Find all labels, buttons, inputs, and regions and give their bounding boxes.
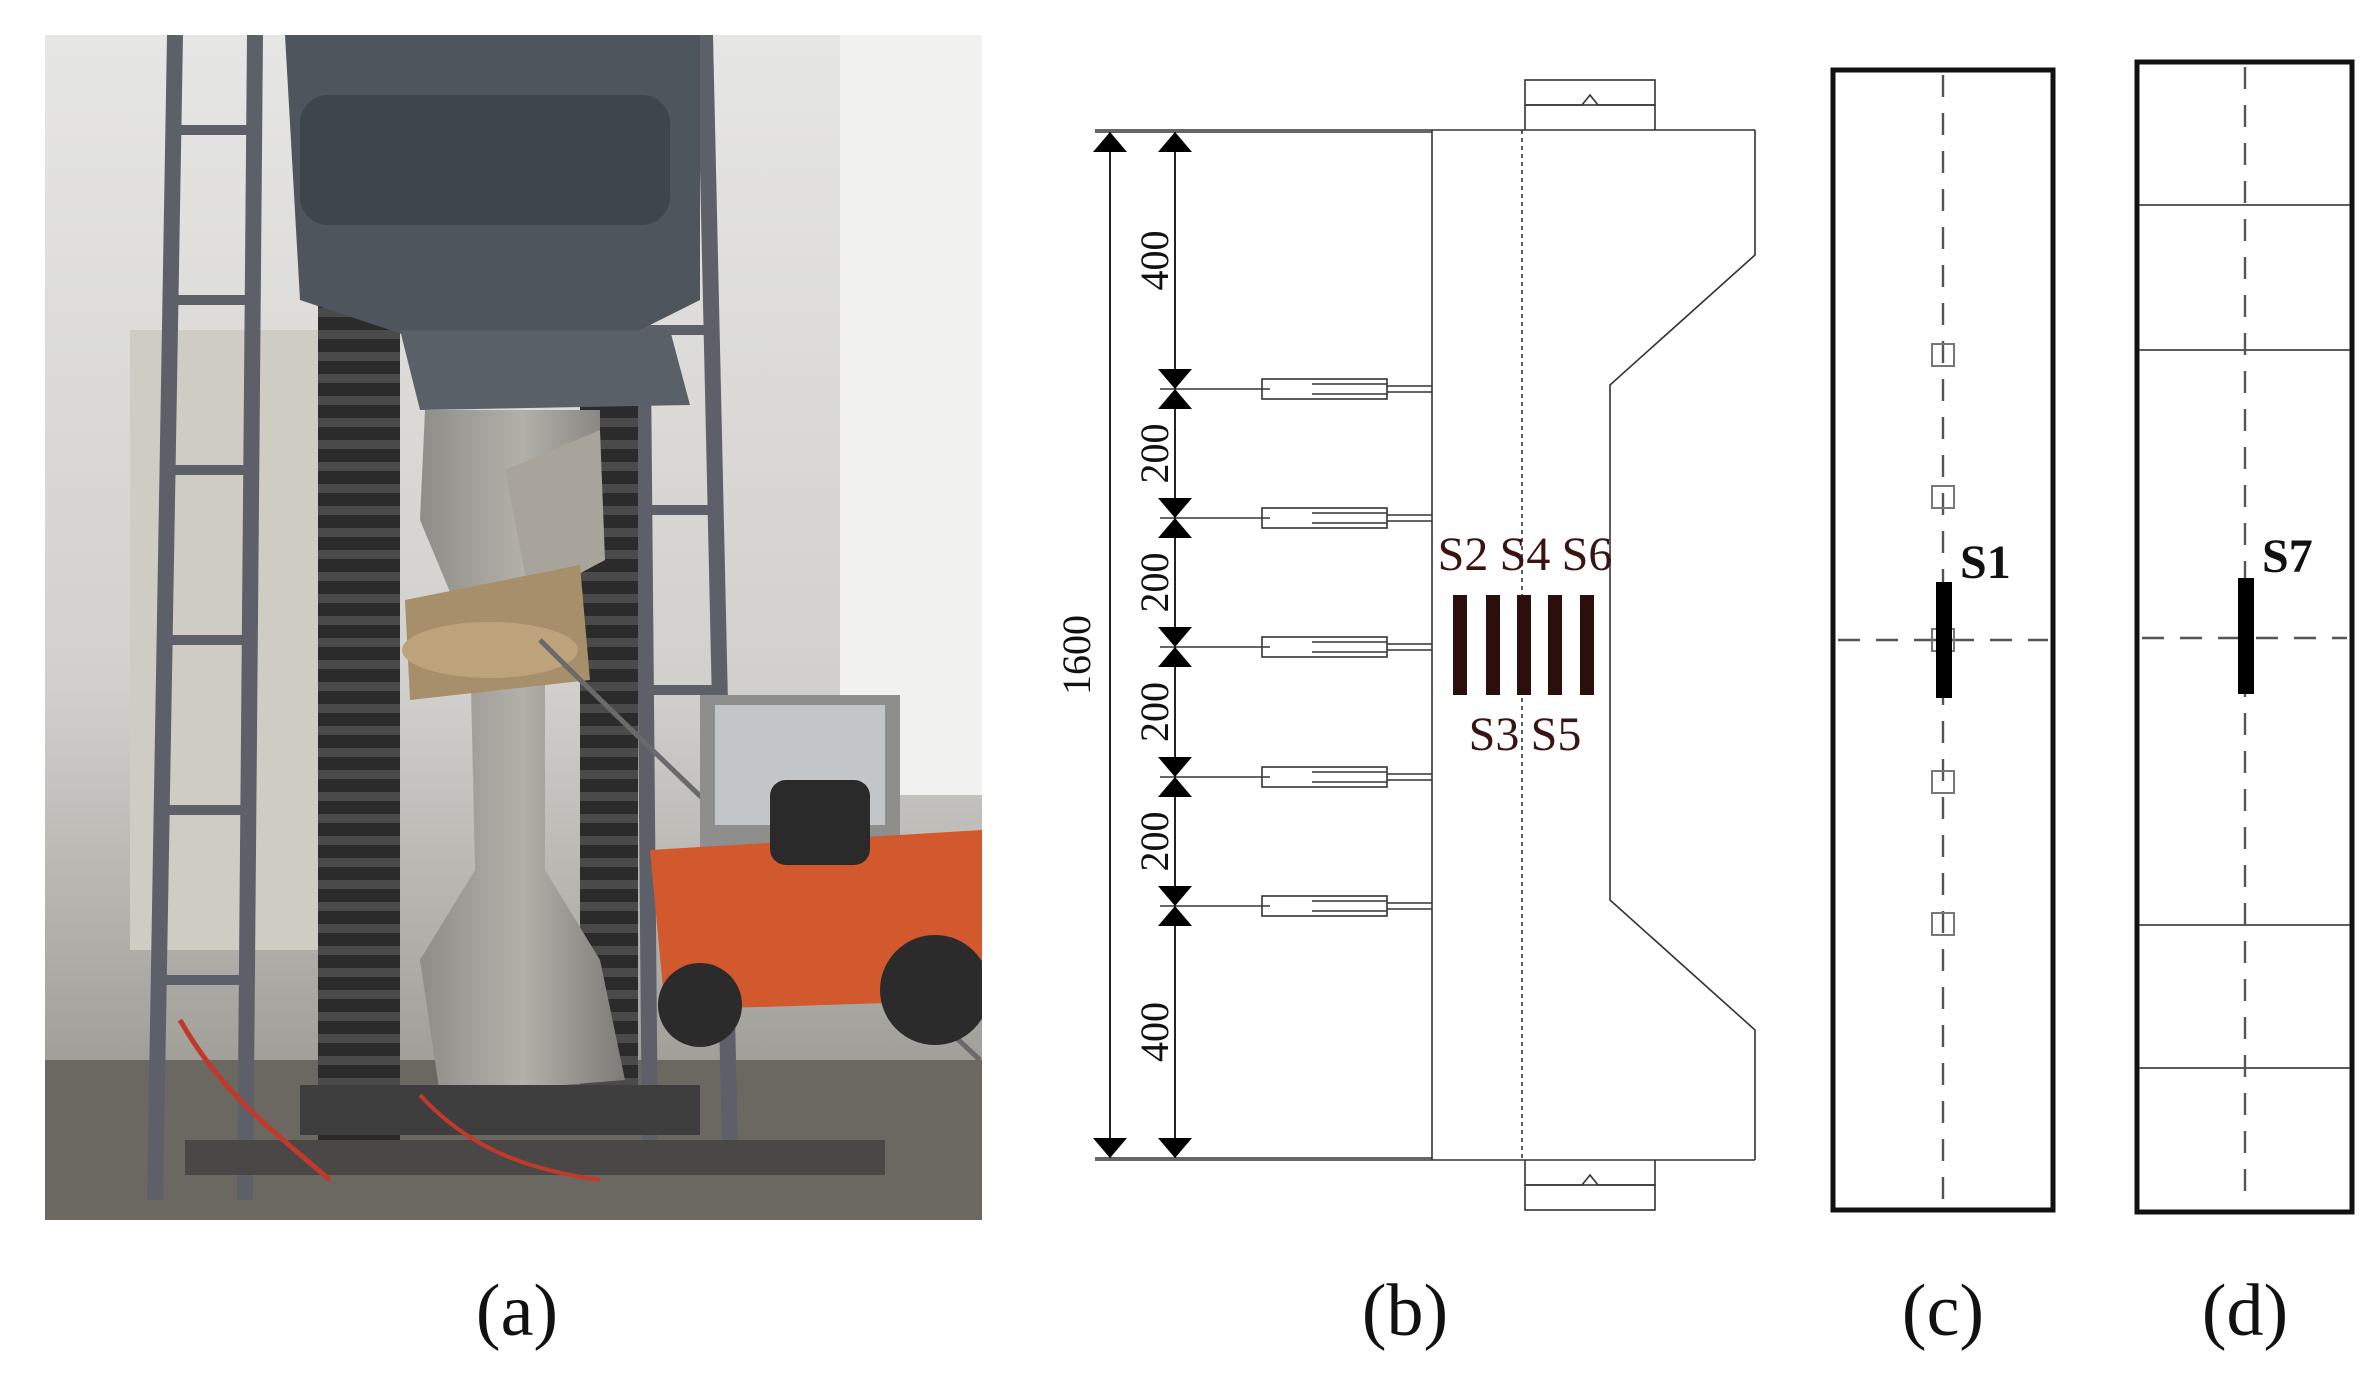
dimension-arrowhead bbox=[1158, 389, 1192, 409]
gauge-label-s7: S7 bbox=[2262, 530, 2313, 583]
strain-gauge-s7-mark bbox=[2238, 578, 2254, 694]
lvdt-sensor bbox=[1261, 636, 1432, 658]
dimension-arrowhead bbox=[1158, 1138, 1192, 1158]
dimension-arrowhead bbox=[1158, 777, 1192, 797]
gauge-label-s1: S1 bbox=[1960, 536, 2011, 589]
dimension-arrowhead bbox=[1158, 518, 1192, 538]
segment-dimension-label: 200 bbox=[1132, 682, 1177, 742]
strain-gauge-mark bbox=[1486, 595, 1500, 695]
panel-b-drawing bbox=[1095, 79, 1756, 1211]
caption-b: (b) bbox=[1362, 1270, 1448, 1352]
strain-gauge-mark bbox=[1517, 595, 1531, 695]
dimension-arrowhead bbox=[1158, 886, 1192, 906]
panel-c-frame bbox=[1830, 67, 2056, 1213]
panel-d-drawing: S7 bbox=[2134, 59, 2355, 1215]
lvdt-sensor bbox=[1261, 895, 1432, 917]
caption-d: (d) bbox=[2202, 1270, 2288, 1352]
dimension-arrowhead bbox=[1158, 757, 1192, 777]
lvdt-sensor bbox=[1261, 378, 1432, 400]
strain-gauge-group: S2 S4 S6 S3 S5 bbox=[1438, 528, 1613, 761]
gauge-label-s3: S3 bbox=[1469, 708, 1520, 761]
total-dimension-label: 1600 bbox=[1054, 615, 1099, 695]
dimension-arrowhead bbox=[1158, 906, 1192, 926]
gauge-label-s6: S6 bbox=[1562, 528, 1613, 581]
segment-dimension-label: 400 bbox=[1132, 231, 1177, 291]
segment-dimension-label: 400 bbox=[1132, 1002, 1177, 1062]
segment-dimension-label: 200 bbox=[1132, 812, 1177, 872]
segment-dimension-label: 200 bbox=[1132, 424, 1177, 484]
gauge-label-s5: S5 bbox=[1531, 708, 1582, 761]
dimension-arrowhead bbox=[1158, 647, 1192, 667]
segment-dimension-label: 200 bbox=[1132, 553, 1177, 613]
gauge-label-s4: S4 bbox=[1500, 528, 1551, 581]
strain-gauge-s1-mark bbox=[1936, 582, 1952, 698]
lvdt-sensor bbox=[1261, 507, 1432, 529]
dimension-arrowhead bbox=[1093, 1138, 1127, 1158]
lvdt-sensor bbox=[1261, 766, 1432, 788]
strain-gauge-mark bbox=[1580, 595, 1594, 695]
panel-a-photo bbox=[45, 35, 982, 1220]
panel-c-drawing: S1 bbox=[1830, 67, 2056, 1213]
strain-gauge-mark bbox=[1548, 595, 1562, 695]
gauge-label-s2: S2 bbox=[1438, 528, 1489, 581]
strain-gauge-mark bbox=[1453, 595, 1467, 695]
caption-c: (c) bbox=[1902, 1270, 1984, 1352]
panel-b-dimensions: 400 200 200 200 200 400 1600 bbox=[1054, 131, 1432, 1159]
dimension-arrowhead bbox=[1093, 132, 1127, 152]
dimension-arrowhead bbox=[1158, 498, 1192, 518]
caption-a: (a) bbox=[476, 1270, 558, 1352]
dimension-arrowhead bbox=[1158, 627, 1192, 647]
dimension-arrowhead bbox=[1158, 132, 1192, 152]
lvdt-sensors bbox=[1261, 378, 1432, 917]
dimension-arrowhead bbox=[1158, 369, 1192, 389]
